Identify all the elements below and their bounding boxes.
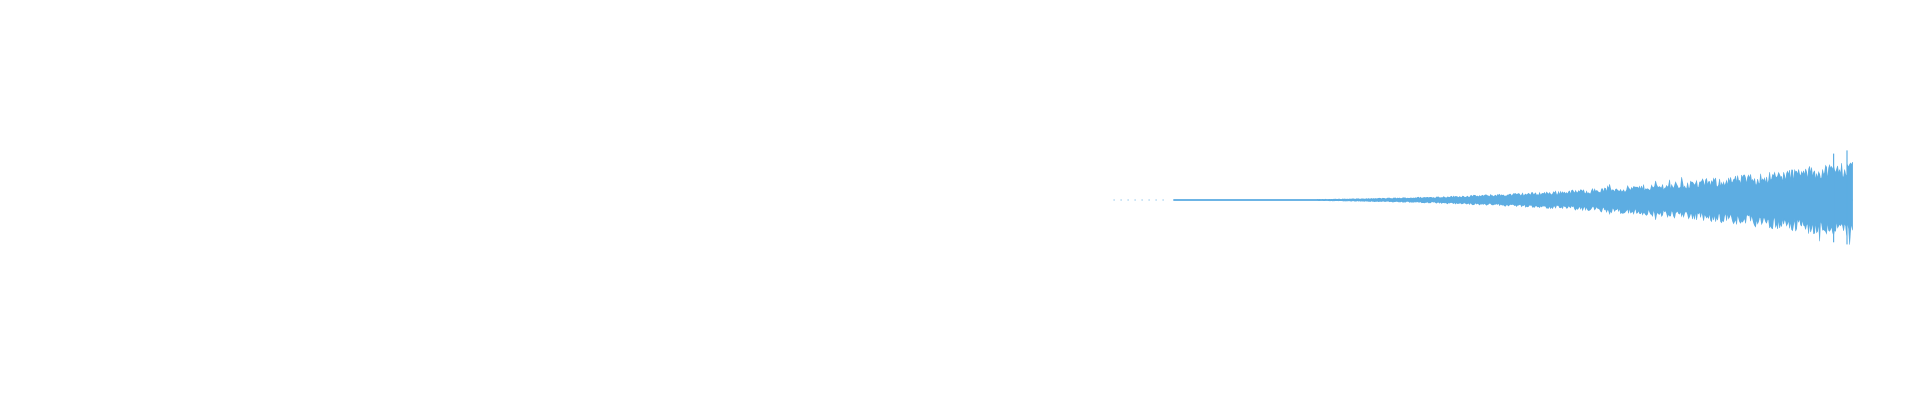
waveform-dot (1127, 199, 1129, 201)
waveform-dot (1162, 199, 1164, 201)
waveform-dot (1148, 199, 1150, 201)
waveform-samples (1113, 150, 1853, 245)
waveform-envelope (1173, 161, 1853, 245)
waveform-dot (1155, 199, 1157, 201)
waveform-dot (1141, 199, 1143, 201)
waveform-dot (1113, 199, 1115, 201)
waveform-dot (1120, 199, 1122, 201)
waveform-dot (1134, 199, 1136, 201)
